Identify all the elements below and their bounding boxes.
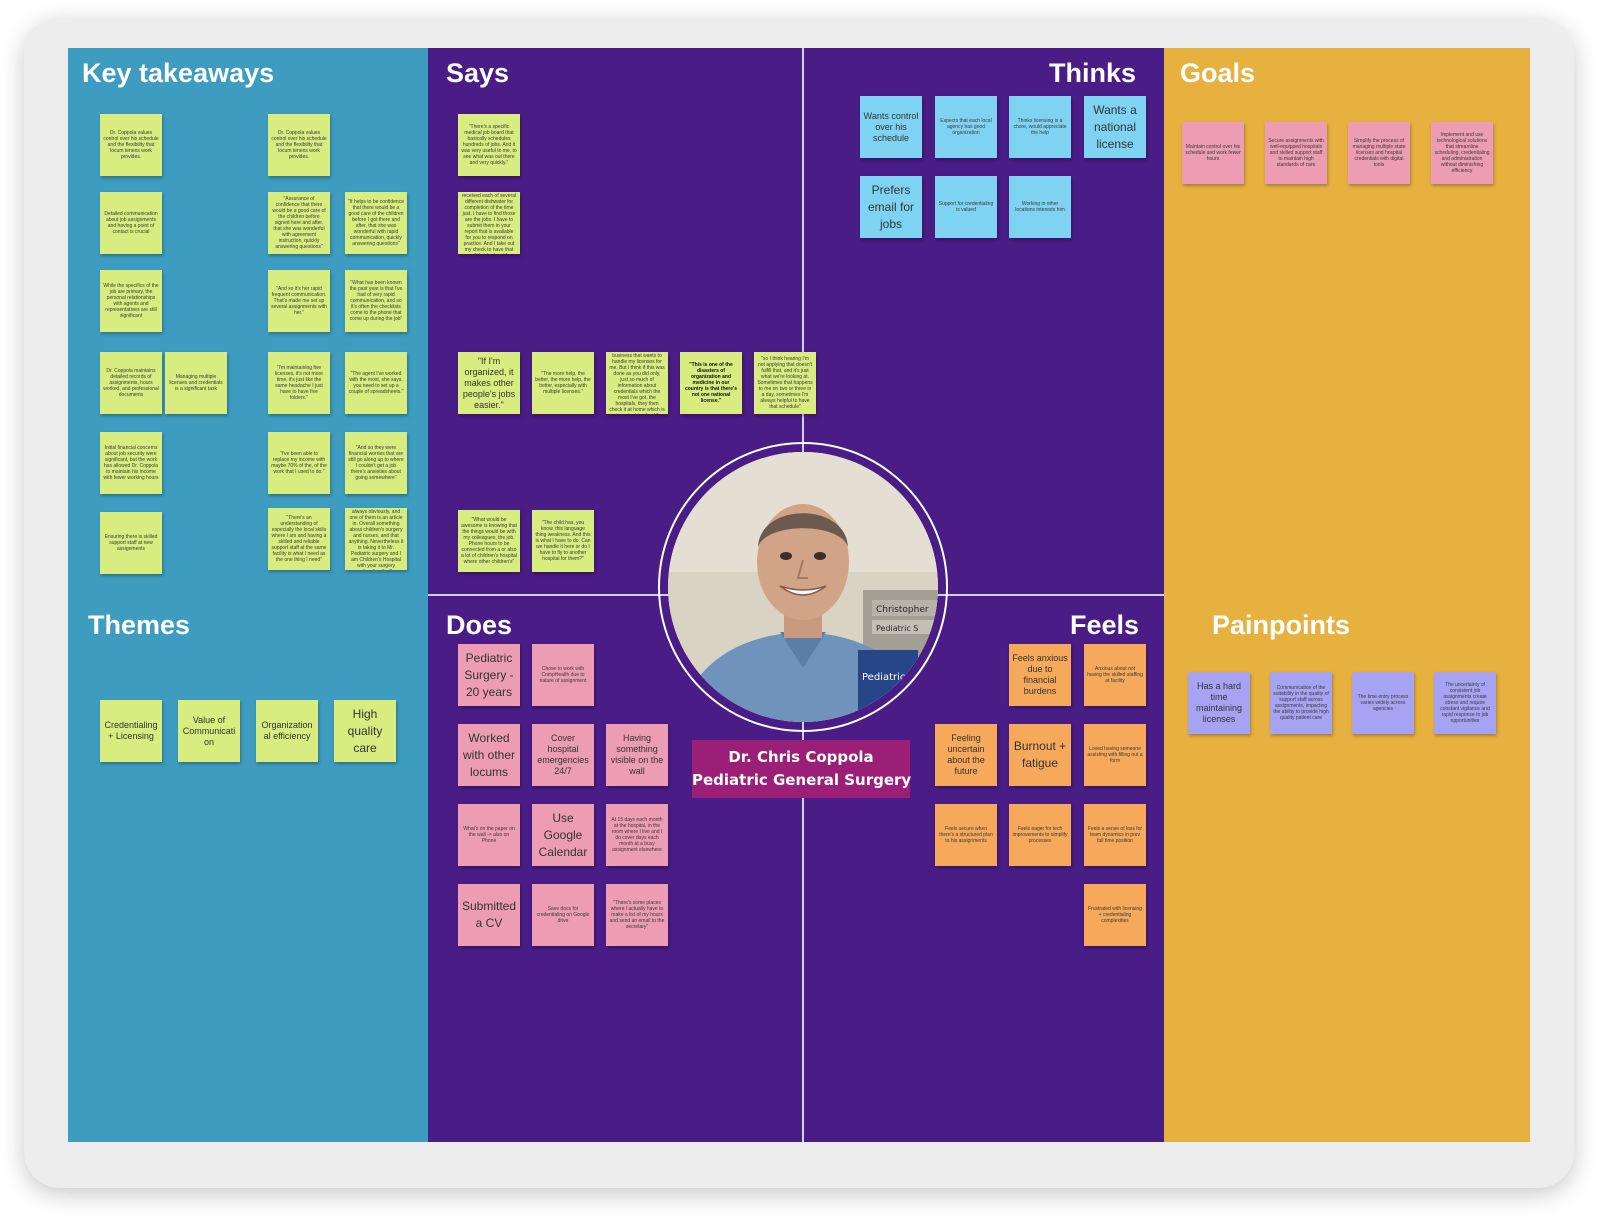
goals-panel [1164, 48, 1530, 1142]
feels-note[interactable]: Feeling uncertain about the future [935, 724, 997, 786]
does-note[interactable]: Having something visible on the wall [606, 724, 668, 786]
does-note[interactable]: Worked with other locums [458, 724, 520, 786]
key-takeaway-note[interactable]: Managing multiple licenses and credentia… [165, 352, 227, 414]
does-title: Does [446, 610, 513, 640]
persona-name: Dr. Chris Coppola [728, 748, 874, 766]
key-takeaway-note[interactable]: While the specifics of the job are prima… [100, 270, 162, 332]
book-text: Pediatric [862, 672, 905, 683]
theme-note[interactable]: Credentialing + Licensing [100, 700, 162, 762]
key-takeaway-note[interactable]: Dr. Coppola values control over his sche… [268, 114, 330, 176]
feels-note[interactable]: Loved having someone assisting with fill… [1084, 724, 1146, 786]
key-takeaway-note[interactable]: "There's an understanding of especially … [268, 508, 330, 570]
theme-note[interactable]: Value of Communication [178, 700, 240, 762]
avatar-ring [658, 442, 948, 732]
thinks-note[interactable]: Thinks licensing is a chore, would appre… [1009, 96, 1071, 158]
key-takeaway-note[interactable]: "You know, it's not always obviously, an… [345, 508, 407, 570]
themes-title: Themes [88, 610, 191, 640]
painpoint-note[interactable]: Communication of the suitability in the … [1270, 672, 1332, 734]
does-note[interactable]: Use Google Calendar [532, 804, 594, 866]
painpoint-note[interactable]: The uncertainty of consistent job assign… [1434, 672, 1496, 734]
key-takeaway-note[interactable]: "And so it's her rapid frequent communic… [268, 270, 330, 332]
says-title: Says [446, 58, 510, 88]
feels-note[interactable]: Burnout + fatigue [1009, 724, 1071, 786]
thinks-note[interactable]: Prefers email for jobs [860, 176, 922, 238]
thinks-note[interactable]: Wants control over his schedule [860, 96, 922, 158]
says-note[interactable]: "What would be awesome is knowing that t… [458, 510, 520, 572]
does-note[interactable]: Cover hospital emergencies 24/7 [532, 724, 594, 786]
does-note[interactable]: Save docs for credentialing on Google dr… [532, 884, 594, 946]
key-takeaway-note[interactable]: Ensuring there is skilled support staff … [100, 512, 162, 574]
theme-note[interactable]: High quality care [334, 700, 396, 762]
says-note[interactable]: "There's a specific medical job board th… [458, 114, 520, 176]
thinks-note[interactable]: Support for credentialing is valued [935, 176, 997, 238]
does-note[interactable]: Submitted a CV [458, 884, 520, 946]
thinks-note[interactable]: Working in other locations interests him [1009, 176, 1071, 238]
goal-note[interactable]: Implement and use technological solution… [1431, 122, 1493, 184]
key-takeaways-title: Key takeaways [82, 58, 275, 88]
key-takeaway-note[interactable]: "The agent I've worked with the most, sh… [345, 352, 407, 414]
goal-note[interactable]: Maintain control over his schedule and w… [1182, 122, 1244, 184]
goals-title: Goals [1180, 58, 1256, 88]
feels-title: Feels [1070, 610, 1140, 640]
thinks-note[interactable]: Wants a national license [1084, 96, 1146, 158]
key-takeaway-note[interactable]: Dr. Coppola values control over his sche… [100, 114, 162, 176]
persona-label: Dr. Chris Coppola Pediatric General Surg… [692, 740, 912, 798]
key-takeaway-note[interactable]: Dr. Coppola maintains detailed records o… [100, 352, 162, 414]
key-takeaway-note[interactable]: "Assurance of confidence that there woul… [268, 192, 330, 254]
key-takeaway-note[interactable]: "I've been able to replace my income wit… [268, 432, 330, 494]
says-note[interactable]: "There's also a licensing business that … [606, 352, 668, 414]
does-note[interactable]: What's on the paper on the wall -> also … [458, 804, 520, 866]
key-takeaway-note[interactable]: "It helps to be confidence that there wo… [345, 192, 407, 254]
feels-note[interactable]: Feels anxious due to financial burdens [1009, 644, 1071, 706]
badge-text-secondary: Pediatric S [876, 624, 918, 633]
feels-note[interactable]: Feels secure when there's a structured p… [935, 804, 997, 866]
feels-note[interactable]: Anxious about not having the skilled sta… [1084, 644, 1146, 706]
persona-photo-illustration: Christopher Pediatric S Pediatric [668, 452, 938, 722]
key-takeaway-note[interactable]: Detailed communication about job assignm… [100, 192, 162, 254]
says-note[interactable]: "This is one of the disasters of organiz… [680, 352, 742, 414]
says-note[interactable]: "The child has, you know, this language … [532, 510, 594, 572]
theme-note[interactable]: Organizational efficiency [256, 700, 318, 762]
painpoints-title: Painpoints [1212, 610, 1351, 640]
does-note[interactable]: Pediatric Surgery - 20 years [458, 644, 520, 706]
key-takeaway-note[interactable]: "What has been known the past year is th… [345, 270, 407, 332]
key-takeaway-note[interactable]: "And so they were financial worries that… [345, 432, 407, 494]
badge-text: Christopher [876, 605, 929, 615]
says-note[interactable]: "If I'm organized, it makes other people… [458, 352, 520, 414]
says-note[interactable]: "The more help, the better, the more hel… [532, 352, 594, 414]
thinks-note[interactable]: Expects that each local agency has good … [935, 96, 997, 158]
does-note[interactable]: Chose to work with CompHealth due to nat… [532, 644, 594, 706]
thinks-title: Thinks [1049, 58, 1137, 88]
painpoint-note[interactable]: The time entry process varies widely acr… [1352, 672, 1414, 734]
goal-note[interactable]: Secure assignments with well-equipped ho… [1265, 122, 1327, 184]
persona-role: Pediatric General Surgery [692, 771, 912, 789]
feels-note[interactable]: Frustrated with licensing + credentialin… [1084, 884, 1146, 946]
persona-avatar: Christopher Pediatric S Pediatric [668, 452, 938, 722]
key-takeaway-note[interactable]: "I'm maintaining five licenses, it's not… [268, 352, 330, 414]
key-takeaway-note[interactable]: Initial financial concerns about job sec… [100, 432, 162, 494]
feels-note[interactable]: Feels a sense of loss for team dynamics … [1084, 804, 1146, 866]
says-note[interactable]: "so I think hearing I'm not applying tha… [754, 352, 816, 414]
does-note[interactable]: At 15 days each month at the hospital, i… [606, 804, 668, 866]
feels-note[interactable]: Feels eager for tech improvements to sim… [1009, 804, 1071, 866]
painpoint-note[interactable]: Has a hard time maintaining licenses [1188, 672, 1250, 734]
says-note[interactable]: "I got persistent frequent e-mail that I… [458, 192, 520, 254]
does-note[interactable]: "There's some places where I actually ha… [606, 884, 668, 946]
goal-note[interactable]: Simplify the process of managing multipl… [1348, 122, 1410, 184]
